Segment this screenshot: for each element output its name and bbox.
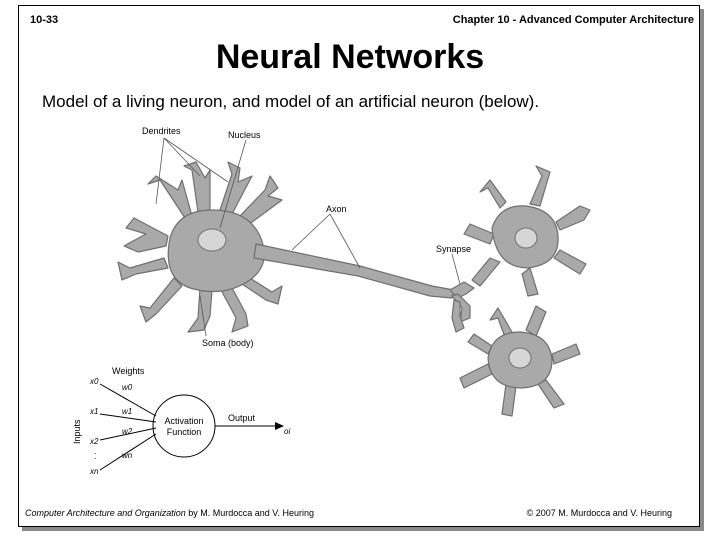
activation-label-line2: Function (167, 427, 202, 437)
book-title: Computer Architecture and Organization (25, 508, 186, 518)
neuron-axon (253, 243, 455, 299)
lower-neuron (459, 305, 581, 417)
neuron-figure: Dendrites Nucleus Axon Synapse Soma (bod… (72, 126, 591, 476)
weight-w1: w1 (122, 407, 132, 416)
weight-wn: wn (122, 451, 133, 460)
output-oi: oi (284, 427, 290, 436)
slide-title: Neural Networks (215, 38, 485, 76)
svg-text:·: · (94, 454, 97, 463)
axon-label: Axon (326, 204, 347, 214)
footer-citation: Computer Architecture and Organization b… (25, 508, 314, 518)
axon-terminals (449, 281, 475, 333)
slide-subtitle: Model of a living neuron, and model of a… (42, 92, 540, 111)
book-authors: by M. Murdocca and V. Heuring (185, 508, 314, 518)
input-xn: xn (89, 467, 99, 476)
input-x2: x2 (89, 437, 99, 446)
activation-label-line1: Activation (164, 416, 203, 426)
synapse-label: Synapse (436, 244, 471, 254)
input-x0: x0 (89, 377, 99, 386)
neuron-nucleus (197, 228, 227, 252)
output-label: Output (228, 413, 256, 423)
chapter-title: Chapter 10 - Advanced Computer Architect… (452, 14, 694, 26)
svg-text:·: · (94, 449, 97, 458)
input-x1: x1 (89, 407, 98, 416)
slide-number: 10-33 (30, 14, 59, 26)
artificial-neuron: Weights Inputs x0 x1 x2 xn w0 w1 w2 wn o… (72, 366, 290, 476)
weight-w2: w2 (122, 427, 133, 436)
soma-label: Soma (body) (202, 338, 254, 348)
weight-w0: w0 (122, 383, 133, 392)
footer-copyright: © 2007 M. Murdocca and V. Heuring (526, 508, 672, 518)
weights-label: Weights (112, 366, 145, 376)
nucleus-label: Nucleus (228, 130, 261, 140)
upper-right-neuron (463, 165, 591, 297)
activation-function-node (152, 394, 216, 458)
inputs-label: Inputs (72, 419, 82, 444)
dendrites-label: Dendrites (142, 126, 181, 136)
